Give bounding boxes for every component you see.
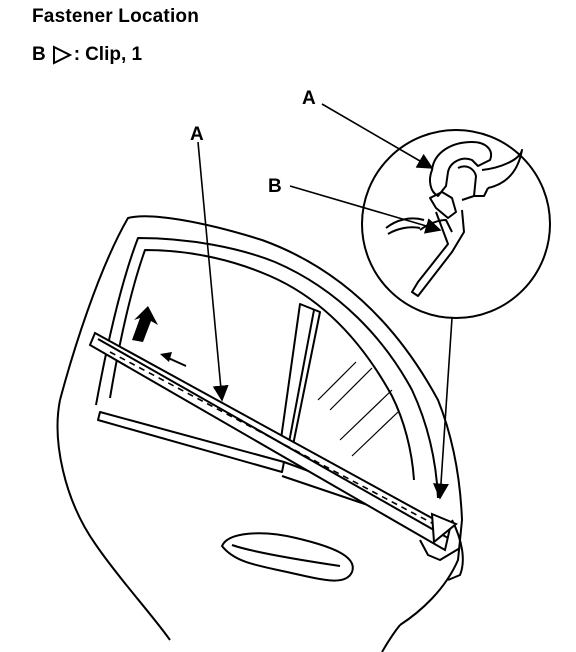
legend-separator: : [73,44,81,65]
callout-a-detail: A [302,88,316,109]
detail-view-circle [361,129,551,319]
removal-path-dashed [109,351,446,531]
clip-marker [430,512,458,544]
legend-key: B [32,44,46,65]
detail-molding [385,141,523,297]
diagram-title: Fastener Location [32,6,200,27]
slide-arrow-icon [160,352,187,367]
outer-molding [88,331,452,552]
glass-reflection [317,361,399,457]
legend-text: Clip, 1 [85,44,143,65]
lift-arrow-icon [132,306,158,342]
clip-symbol-icon [52,45,72,65]
leader-lines [197,103,453,500]
fastener-legend: B : Clip, 1 [32,44,142,66]
callout-b-detail: B [268,176,282,197]
callout-a-molding: A [190,124,204,145]
